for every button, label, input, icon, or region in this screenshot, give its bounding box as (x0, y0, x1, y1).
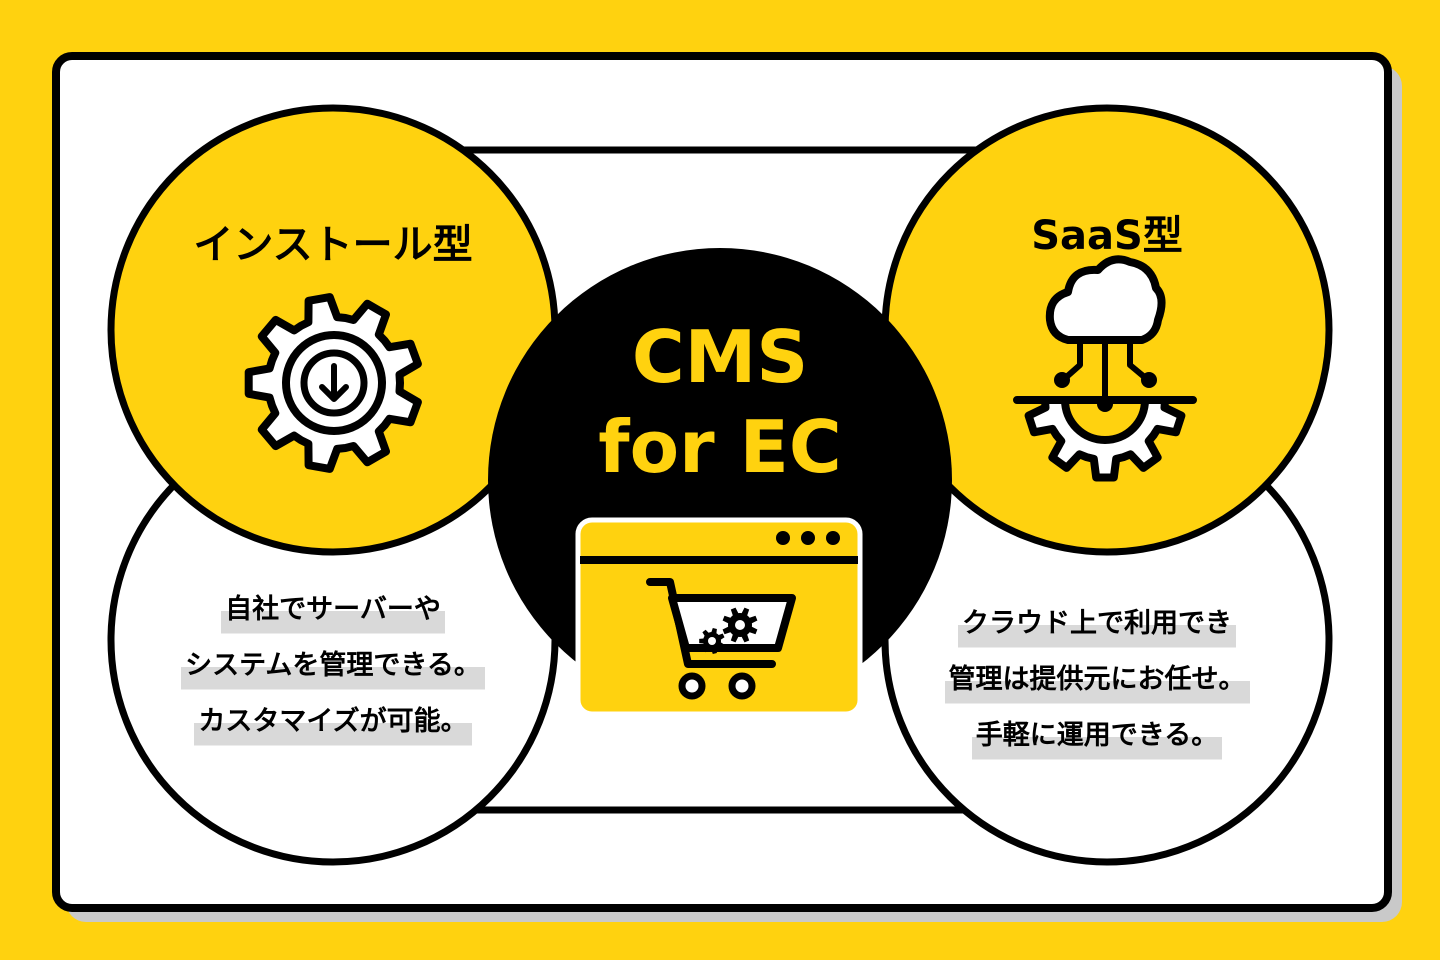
browser-shopping-cart-gear-icon (575, 517, 863, 717)
install-description-line: システムを管理できる。 (181, 638, 485, 694)
center-title-line1: CMS (631, 315, 809, 399)
install-description-line: カスタマイズが可能。 (194, 694, 472, 750)
install-description: 自社でサーバーや システムを管理できる。 カスタマイズが可能。 (133, 582, 533, 750)
saas-description-line: 管理は提供元にお任せ。 (944, 652, 1250, 708)
gear-download-icon (244, 293, 422, 473)
saas-description-line: クラウド上で利用でき (958, 596, 1236, 652)
cloud-gear-icon (1013, 255, 1197, 482)
saas-title: SaaS型 (1031, 213, 1183, 259)
saas-description: クラウド上で利用でき 管理は提供元にお任せ。 手軽に運用できる。 (897, 596, 1297, 764)
center-title-line2: for EC (598, 405, 842, 489)
install-description-line: 自社でサーバーや (221, 582, 445, 638)
install-title: インストール型 (193, 222, 473, 268)
saas-description-line: 手軽に運用できる。 (971, 708, 1223, 764)
